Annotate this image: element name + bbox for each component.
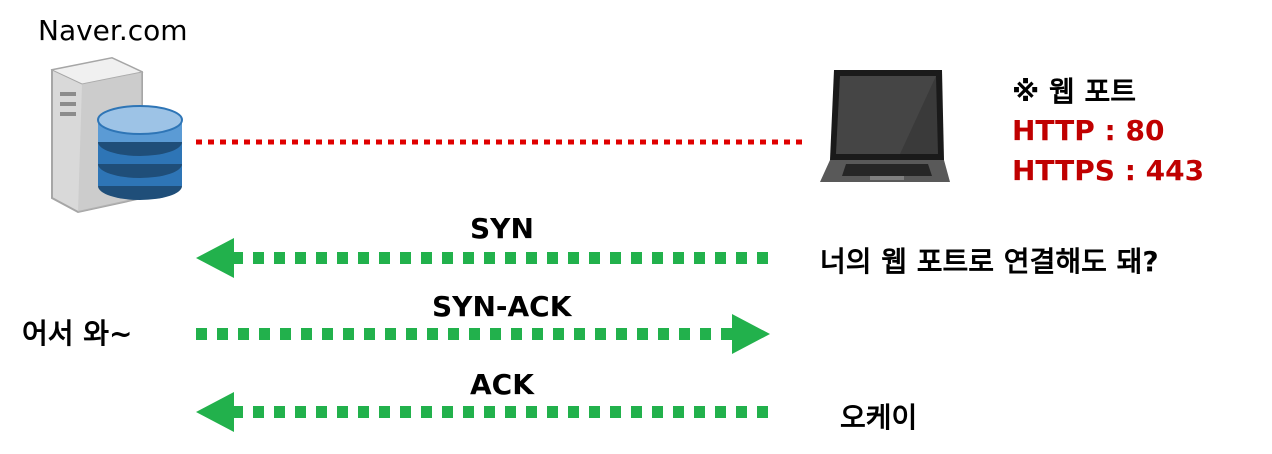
port-https: HTTPS : 443: [1012, 154, 1205, 187]
laptop-icon: [820, 70, 950, 182]
client-ack-message: 오케이: [840, 401, 918, 434]
synack-label: SYN-ACK: [432, 290, 572, 323]
ack-label: ACK: [470, 368, 534, 401]
server-database-icon: [50, 56, 183, 214]
synack-arrow: [196, 314, 770, 354]
port-http: HTTP : 80: [1012, 114, 1165, 147]
server-reply-message: 어서 와~: [22, 317, 133, 350]
server-name: Naver.com: [38, 14, 188, 47]
syn-label: SYN: [470, 212, 534, 245]
client-request-message: 너의 웹 포트로 연결해도 돼?: [820, 245, 1159, 278]
syn-arrow: [196, 238, 770, 278]
port-title: ※ 웹 포트: [1012, 75, 1136, 108]
ack-arrow: [196, 392, 770, 432]
